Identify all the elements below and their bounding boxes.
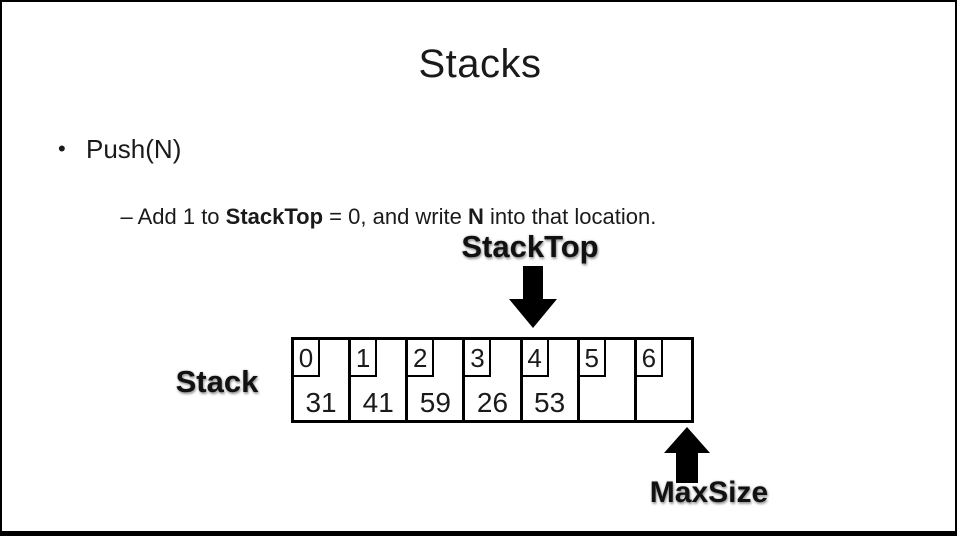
cell-index-label: 3 (465, 340, 492, 377)
arrow-up-icon (664, 427, 710, 483)
array-cell-4: 4 53 (522, 340, 580, 420)
maxsize-label: MaxSize (649, 476, 769, 509)
cell-value: 53 (534, 387, 566, 418)
cell-index-label: 5 (579, 340, 606, 377)
sub-bullet-bold-n: N (467, 204, 484, 229)
cell-index-label: 2 (408, 340, 435, 377)
array-cell-3: 3 26 (465, 340, 523, 420)
dash-icon: – (120, 204, 138, 229)
cell-index-label: 4 (522, 340, 549, 377)
sub-bullet-text-2: = 0, and write (323, 204, 468, 229)
bullet-text: Push(N) (86, 134, 182, 164)
sub-bullet-text-1: Add 1 to (137, 204, 226, 229)
arrow-down-icon (509, 266, 557, 328)
sub-bullet-text-3: into that location. (483, 204, 657, 229)
cell-value: 59 (419, 387, 451, 418)
cell-value: 31 (305, 387, 337, 418)
array-cell-2: 2 59 (408, 340, 466, 420)
array-cell-5: 5 (579, 340, 637, 420)
slide-title: Stacks (418, 42, 542, 86)
sub-bullet-bold-stacktop: StackTop (225, 204, 324, 229)
array-cell-6: 6 (636, 340, 691, 420)
bullet-icon: • (58, 136, 66, 161)
cell-value: 26 (476, 387, 509, 418)
sub-bullet-item: – Add 1 to StackTop = 0, and write N int… (96, 178, 656, 256)
stacktop-label: StackTop (461, 229, 599, 264)
array-cell-0: 0 31 (294, 340, 352, 420)
stack-array: 0 31 1 41 2 59 3 26 4 53 5 6 (291, 337, 694, 423)
stack-label: Stack (175, 364, 259, 399)
cell-index-label: 0 (294, 340, 320, 377)
cell-index-label: 6 (636, 340, 663, 377)
cell-value: 41 (362, 387, 394, 418)
bullet-item-push: • Push(N) (58, 134, 181, 165)
cell-index-label: 1 (351, 340, 378, 377)
array-cell-1: 1 41 (351, 340, 409, 420)
